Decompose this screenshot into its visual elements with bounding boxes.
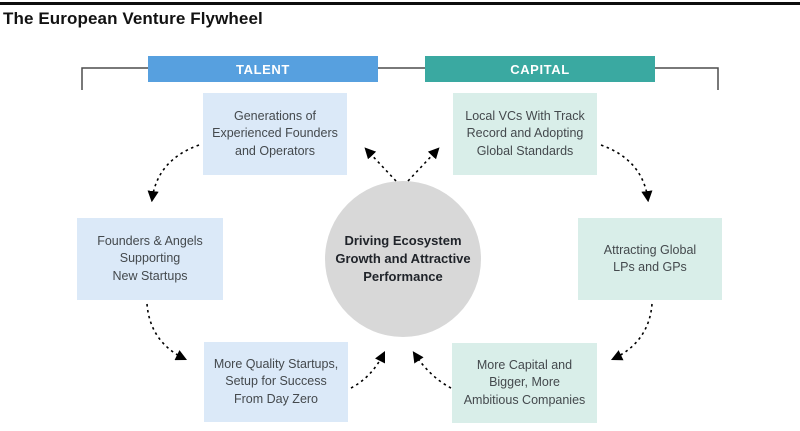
capital-header: CAPITAL xyxy=(425,56,655,82)
talent-header: TALENT xyxy=(148,56,378,82)
top-rule xyxy=(0,2,800,5)
capital-bracket-line xyxy=(655,67,719,90)
arrow-capital-bottom-to-center xyxy=(412,351,452,389)
node-experienced-founders: Generations of Experienced Founders and … xyxy=(203,93,347,175)
talent-bracket-line xyxy=(81,67,148,90)
node-global-lps-gps: Attracting Global LPs and GPs xyxy=(578,218,722,300)
page-title: The European Venture Flywheel xyxy=(3,9,263,28)
node-quality-startups: More Quality Startups, Setup for Success… xyxy=(204,342,348,422)
arrow-talent-bottom-to-center xyxy=(350,350,386,389)
arrow-capital-top-to-mid xyxy=(600,144,653,203)
center-circle: Driving Ecosystem Growth and Attractive … xyxy=(325,181,481,337)
node-local-vcs: Local VCs With Track Record and Adopting… xyxy=(453,93,597,175)
arrow-talent-top-to-mid xyxy=(147,144,200,203)
node-more-capital: More Capital and Bigger, More Ambitious … xyxy=(452,343,597,423)
arrow-talent-mid-to-bottom xyxy=(146,303,188,361)
arrow-capital-mid-to-bottom xyxy=(610,303,653,361)
arrow-center-to-capital-top xyxy=(407,147,440,182)
node-founders-angels: Founders & Angels Supporting New Startup… xyxy=(77,218,223,300)
arrow-center-to-talent-top xyxy=(364,147,397,182)
